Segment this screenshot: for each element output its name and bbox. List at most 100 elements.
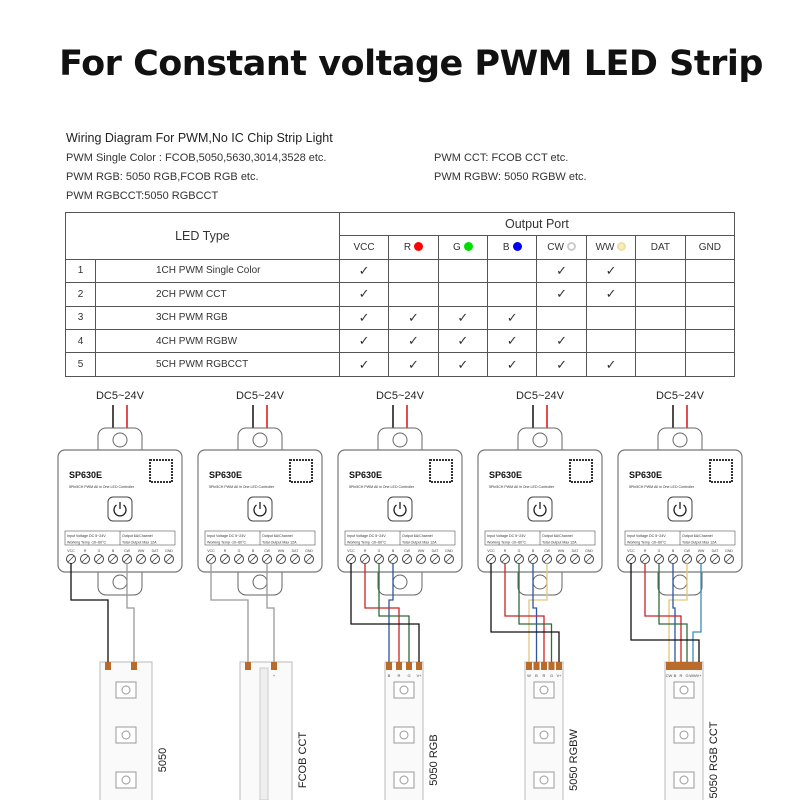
led-chip-icon — [393, 726, 415, 744]
pin-label: R — [398, 673, 401, 678]
led-type: 4CH PWM RGBW — [95, 328, 340, 354]
terminal-label: CW — [404, 549, 411, 553]
terminal-label: VCC — [347, 549, 355, 553]
wire — [210, 563, 249, 665]
info-rgbw: PWM RGBW: 5050 RGBW etc. — [434, 171, 587, 183]
check-icon: ✓ — [408, 309, 419, 325]
wire — [668, 563, 688, 665]
port-label: WW — [595, 242, 615, 254]
strip-label: FCOB CCT — [297, 732, 309, 789]
terminal-label: VCC — [67, 549, 75, 553]
terminal-label: CW — [124, 549, 131, 553]
model-label: SP630E — [489, 470, 522, 480]
model-label: SP630E — [209, 470, 242, 480]
strip-label: 5050 RGB — [428, 734, 440, 785]
led-type: 5CH PWM RGBCCT — [95, 352, 340, 377]
port-b: B — [487, 235, 538, 260]
terminal-label: VCC — [207, 549, 215, 553]
port-label: GND — [698, 242, 721, 254]
empty-cell — [536, 305, 587, 330]
port-label: DAT — [650, 242, 671, 254]
empty-cell — [635, 282, 686, 307]
check-icon: ✓ — [556, 262, 568, 278]
spec-text: Output 6A/Channel — [682, 534, 713, 538]
port-label: G — [452, 242, 461, 254]
terminal-label: GND — [305, 549, 313, 553]
check-icon: ✓ — [556, 333, 568, 349]
pin-label: + — [273, 673, 276, 678]
pin-label: G — [550, 673, 553, 678]
check-icon: ✓ — [408, 356, 419, 372]
pin-label: V+ — [696, 673, 702, 678]
led-chip-icon — [673, 726, 695, 744]
spec-text: Working Temp -10~60°C — [207, 541, 247, 545]
spec-text: Total Output Max 12A — [262, 541, 297, 545]
spec-text: Total Output Max 12A — [402, 541, 437, 545]
info-single: PWM Single Color : FCOB,5050,5630,3014,3… — [66, 152, 327, 164]
controller-subtitle: 5Pin5CH PWM All in One LED Controller — [209, 485, 275, 489]
empty-cell — [388, 282, 439, 307]
check-icon: ✓ — [506, 333, 518, 349]
controller-subtitle: 5Pin5CH PWM All in One LED Controller — [629, 485, 695, 489]
port-ww: WW — [585, 235, 637, 260]
terminal-label: DAT — [572, 549, 580, 553]
port-dat: DAT — [635, 235, 686, 260]
led-type: 3CH PWM RGB — [95, 305, 340, 330]
spec-text: Output 6A/Channel — [402, 534, 433, 538]
qr-code-icon — [289, 459, 313, 483]
solder-pad — [541, 662, 547, 670]
solder-pad — [672, 662, 678, 670]
empty-cell — [487, 282, 538, 307]
power-icon — [533, 504, 547, 517]
empty-cell — [684, 352, 736, 377]
check-icon: ✓ — [605, 262, 617, 278]
row-number: 1 — [65, 258, 96, 284]
check-icon: ✓ — [556, 356, 568, 372]
solder-pad — [416, 662, 422, 670]
spec-text: Working Temp -10~60°C — [487, 541, 527, 545]
terminal-label: WW — [278, 549, 285, 553]
empty-cell — [585, 305, 637, 330]
terminal-label: B — [672, 549, 675, 553]
spec-text: Total Output Max 12A — [542, 541, 577, 545]
port-label: CW — [547, 242, 564, 254]
terminal-label: WW — [698, 549, 705, 553]
power-icon — [673, 504, 687, 517]
wire — [378, 563, 410, 665]
led-type: 2CH PWM CCT — [95, 282, 340, 307]
row-number: 2 — [65, 282, 96, 307]
check-icon: ✓ — [358, 262, 370, 278]
port-label: VCC — [353, 242, 375, 254]
terminal-label: CW — [264, 549, 271, 553]
empty-cell — [487, 258, 538, 284]
terminal-label: GND — [445, 549, 453, 553]
solder-pad — [105, 662, 111, 670]
led-chip-icon — [115, 771, 137, 789]
empty-cell — [684, 305, 736, 330]
check-icon: ✓ — [556, 286, 568, 302]
color-dot-icon — [566, 242, 576, 252]
led-chip-icon — [533, 681, 555, 699]
qr-code-icon — [149, 459, 173, 483]
terminal-label: G — [378, 549, 381, 553]
solder-pad — [131, 662, 137, 670]
led-chip-icon — [533, 726, 555, 744]
color-dot-icon — [463, 242, 473, 252]
led-type-header: LED Type — [65, 212, 340, 260]
check-icon: ✓ — [457, 333, 469, 349]
terminal-label: R — [644, 549, 647, 553]
terminal-label: GND — [585, 549, 593, 553]
supply-label: DC5~24V — [236, 390, 285, 402]
empty-cell — [635, 305, 686, 330]
terminal-label: B — [252, 549, 255, 553]
wire — [518, 563, 553, 665]
power-icon — [253, 504, 267, 517]
port-g: G — [437, 235, 489, 260]
empty-cell — [684, 258, 736, 284]
info-rgbcct: PWM RGBCCT:5050 RGBCCT — [66, 190, 219, 202]
